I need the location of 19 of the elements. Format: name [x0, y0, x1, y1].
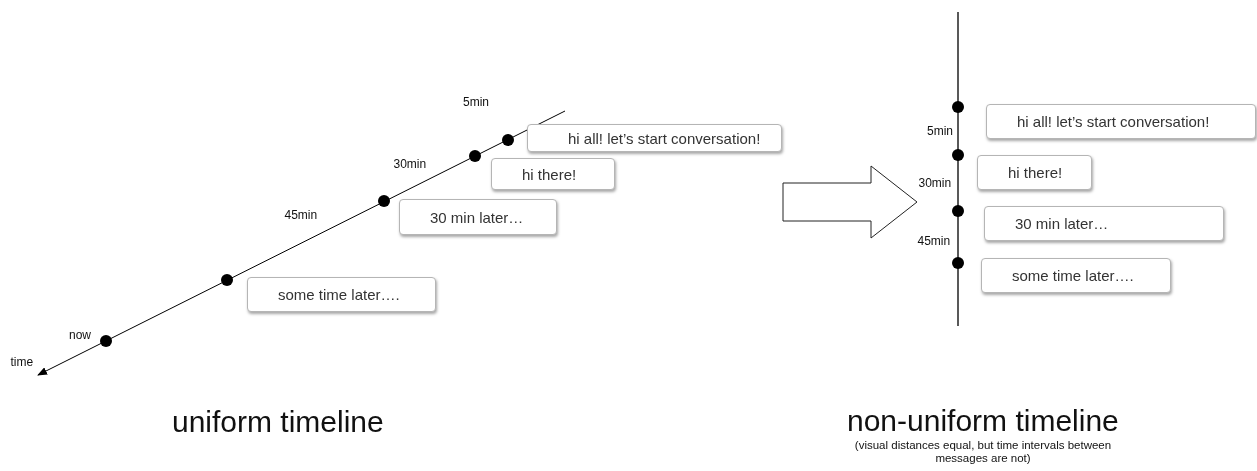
speech-bubble: hi all! let’s start conversation! [527, 124, 782, 152]
speech-bubble: hi there! [977, 155, 1092, 190]
axis-label: time [10, 355, 34, 369]
speech-bubble: some time later…. [247, 277, 436, 312]
speech-bubble: some time later…. [981, 258, 1171, 293]
caption-note: (visual distances equal, but time intervals between messages are not) [853, 439, 1113, 465]
speech-bubble: 30 min later… [399, 199, 557, 235]
timeline-title: non-uniform timeline [847, 404, 1119, 438]
time-label: now [69, 328, 91, 342]
time-label: 45min [284, 208, 318, 222]
time-label: 45min [917, 234, 951, 248]
time-label: 30min [393, 157, 427, 171]
timeline-title: uniform timeline [172, 405, 384, 439]
speech-bubble: hi all! let’s start conversation! [986, 104, 1256, 139]
time-label: 5min [927, 124, 953, 138]
speech-bubble: 30 min later… [984, 206, 1224, 241]
time-label: 5min [463, 95, 489, 109]
speech-bubble: hi there! [491, 158, 615, 190]
time-label: 30min [918, 176, 952, 190]
